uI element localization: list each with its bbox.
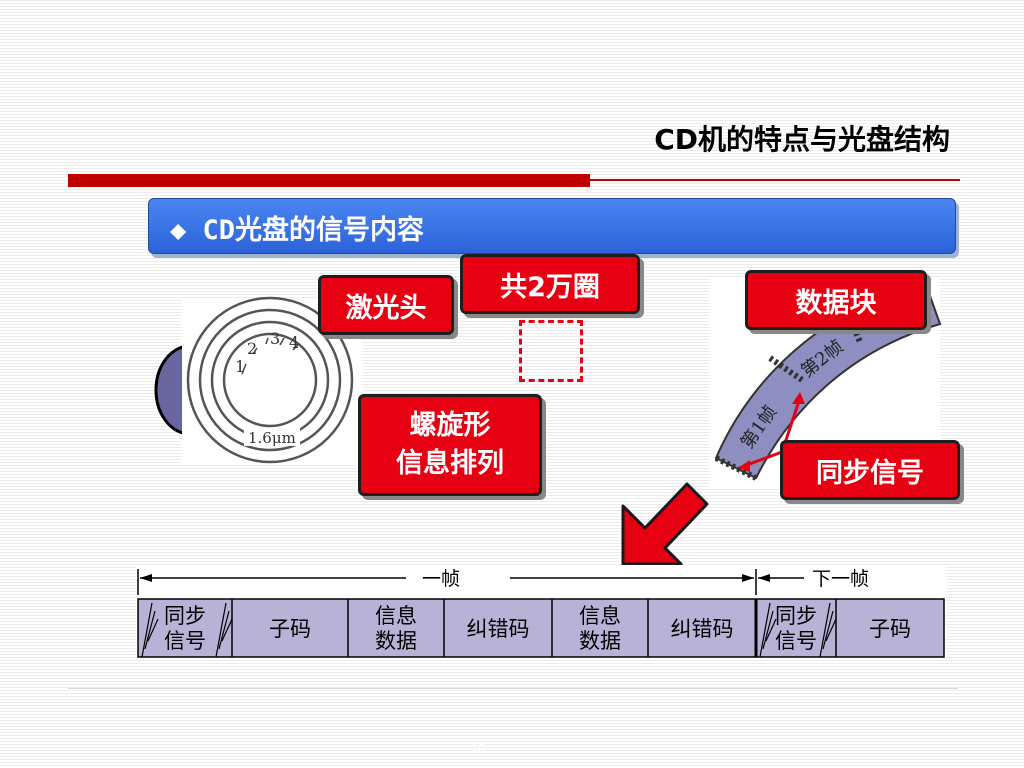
pitch-label-bg	[244, 428, 300, 446]
section-header-text: ◆ CD光盘的信号内容	[170, 215, 425, 246]
frame-field-label: 信号	[164, 629, 206, 653]
track-number: 3	[270, 329, 280, 348]
sync-hatch-line	[825, 618, 837, 642]
down-arrow-icon	[621, 482, 709, 566]
arrow-shape	[621, 482, 709, 566]
frame-field-label: 数据	[579, 629, 621, 653]
frame-field-label: 信息	[579, 604, 621, 628]
frame-field-label: 子码	[269, 617, 311, 641]
sync-hatch-line	[141, 602, 153, 658]
track-ring	[198, 308, 342, 452]
title-underline-thick	[68, 174, 590, 187]
sync-hatch-line	[762, 610, 774, 650]
sync-hatch-line	[765, 618, 777, 642]
section-header-box	[148, 198, 956, 254]
track-number: 2	[247, 339, 257, 358]
sync-hatch-line	[822, 610, 834, 650]
frame-fields: 同步信号子码信息数据纠错码信息数据纠错码同步信号子码	[141, 599, 911, 658]
frame-field-label: 纠错码	[671, 617, 734, 641]
track-tick-marks	[241, 337, 299, 375]
next-frame-label: 下一帧	[812, 568, 869, 590]
frame-field-label: 子码	[869, 617, 911, 641]
sync-pointer-line	[743, 450, 783, 468]
sync-signal-label: 同步信号	[780, 440, 960, 500]
frame-band	[137, 598, 945, 658]
frame-field-label: 同步	[164, 604, 206, 628]
slide-title: CD机的特点与光盘结构	[654, 123, 950, 156]
frame-field-label: 数据	[375, 629, 417, 653]
frame-field-label: 信号	[775, 629, 817, 653]
track-ring	[222, 332, 318, 428]
dashed-highlight-box	[519, 320, 583, 382]
sync-hatch-line	[819, 602, 831, 658]
disc-illustration: 1 2 3 4 1.6μm	[154, 296, 362, 464]
frame-field-label: 同步	[775, 604, 817, 628]
frame-field-label: 纠错码	[467, 617, 530, 641]
footer-divider	[68, 688, 958, 689]
track-number: 1	[235, 357, 245, 376]
data-block-label: 数据块	[745, 270, 927, 330]
spiral-label-line2: 信息排列	[396, 448, 504, 479]
sync-hatch-line	[147, 618, 159, 642]
laser-head-label: 激光头	[318, 275, 454, 335]
sync-hatch-line	[759, 602, 771, 658]
track-number: 4	[289, 333, 299, 352]
sync-hatch	[714, 455, 758, 481]
dim-arrowhead	[742, 574, 754, 582]
page-number: 10	[470, 742, 486, 756]
sync-hatch-line	[221, 618, 233, 642]
frame-structure-diagram: 一帧 下一帧 同步信号子码信息数据纠错码信息数据纠错码同步信号子码	[136, 565, 946, 660]
one-frame-label: 一帧	[422, 568, 460, 590]
circle-count-label: 共2万圈	[460, 254, 640, 314]
spiral-label: 螺旋形 信息排列	[358, 394, 542, 496]
dim-arrowhead	[140, 574, 152, 582]
sync-hatch-line	[218, 610, 230, 650]
spiral-label-line1: 螺旋形	[409, 410, 491, 441]
title-underline-thin	[590, 179, 960, 181]
track-pitch-label: 1.6μm	[248, 429, 296, 447]
sync-pointer-head	[792, 392, 805, 404]
sync-hatch-line	[144, 610, 156, 650]
frame-field-label: 信息	[375, 604, 417, 628]
sync-pointer-head	[738, 460, 750, 472]
sync-hatch-line	[215, 602, 227, 658]
